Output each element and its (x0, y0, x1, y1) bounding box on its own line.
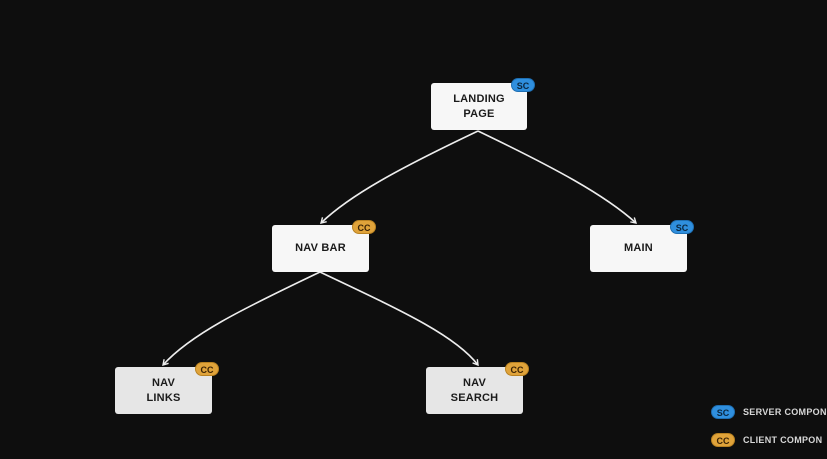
node-label: MAIN (624, 242, 653, 254)
client-component-badge: CC (711, 432, 735, 447)
node-label: LANDING PAGE (453, 92, 505, 120)
client-component-badge: CC (505, 362, 529, 376)
edge-navbar-navsearch (319, 271, 479, 367)
server-component-badge: SC (670, 220, 694, 234)
node-nav-bar: NAV BAR (272, 225, 369, 272)
client-component-badge: CC (352, 220, 376, 234)
server-component-badge: SC (511, 78, 535, 92)
node-main: MAIN (590, 225, 687, 272)
node-landing-page: LANDING PAGE (431, 83, 527, 130)
legend-item-server: SC SERVER COMPON (711, 403, 827, 419)
edge-navbar-navlinks (162, 271, 321, 367)
legend-item-client: CC CLIENT COMPON (711, 431, 827, 447)
node-label: NAV LINKS (146, 376, 181, 404)
node-nav-search: NAV SEARCH (426, 367, 523, 414)
node-nav-links: NAV LINKS (115, 367, 212, 414)
tree-edges (162, 130, 638, 367)
legend: SC SERVER COMPON CC CLIENT COMPON (711, 403, 827, 459)
legend-label-client: CLIENT COMPON (743, 434, 823, 445)
component-tree-diagram: LANDING PAGE SC NAV BAR CC MAIN SC NAV L… (115, 78, 827, 447)
node-label: NAV BAR (295, 242, 346, 254)
server-component-badge: SC (711, 404, 735, 419)
edge-landing-navbar (320, 130, 479, 224)
legend-label-server: SERVER COMPON (743, 406, 827, 417)
edge-landing-main (477, 130, 638, 224)
client-component-badge: CC (195, 362, 219, 376)
node-label: NAV SEARCH (450, 376, 499, 404)
